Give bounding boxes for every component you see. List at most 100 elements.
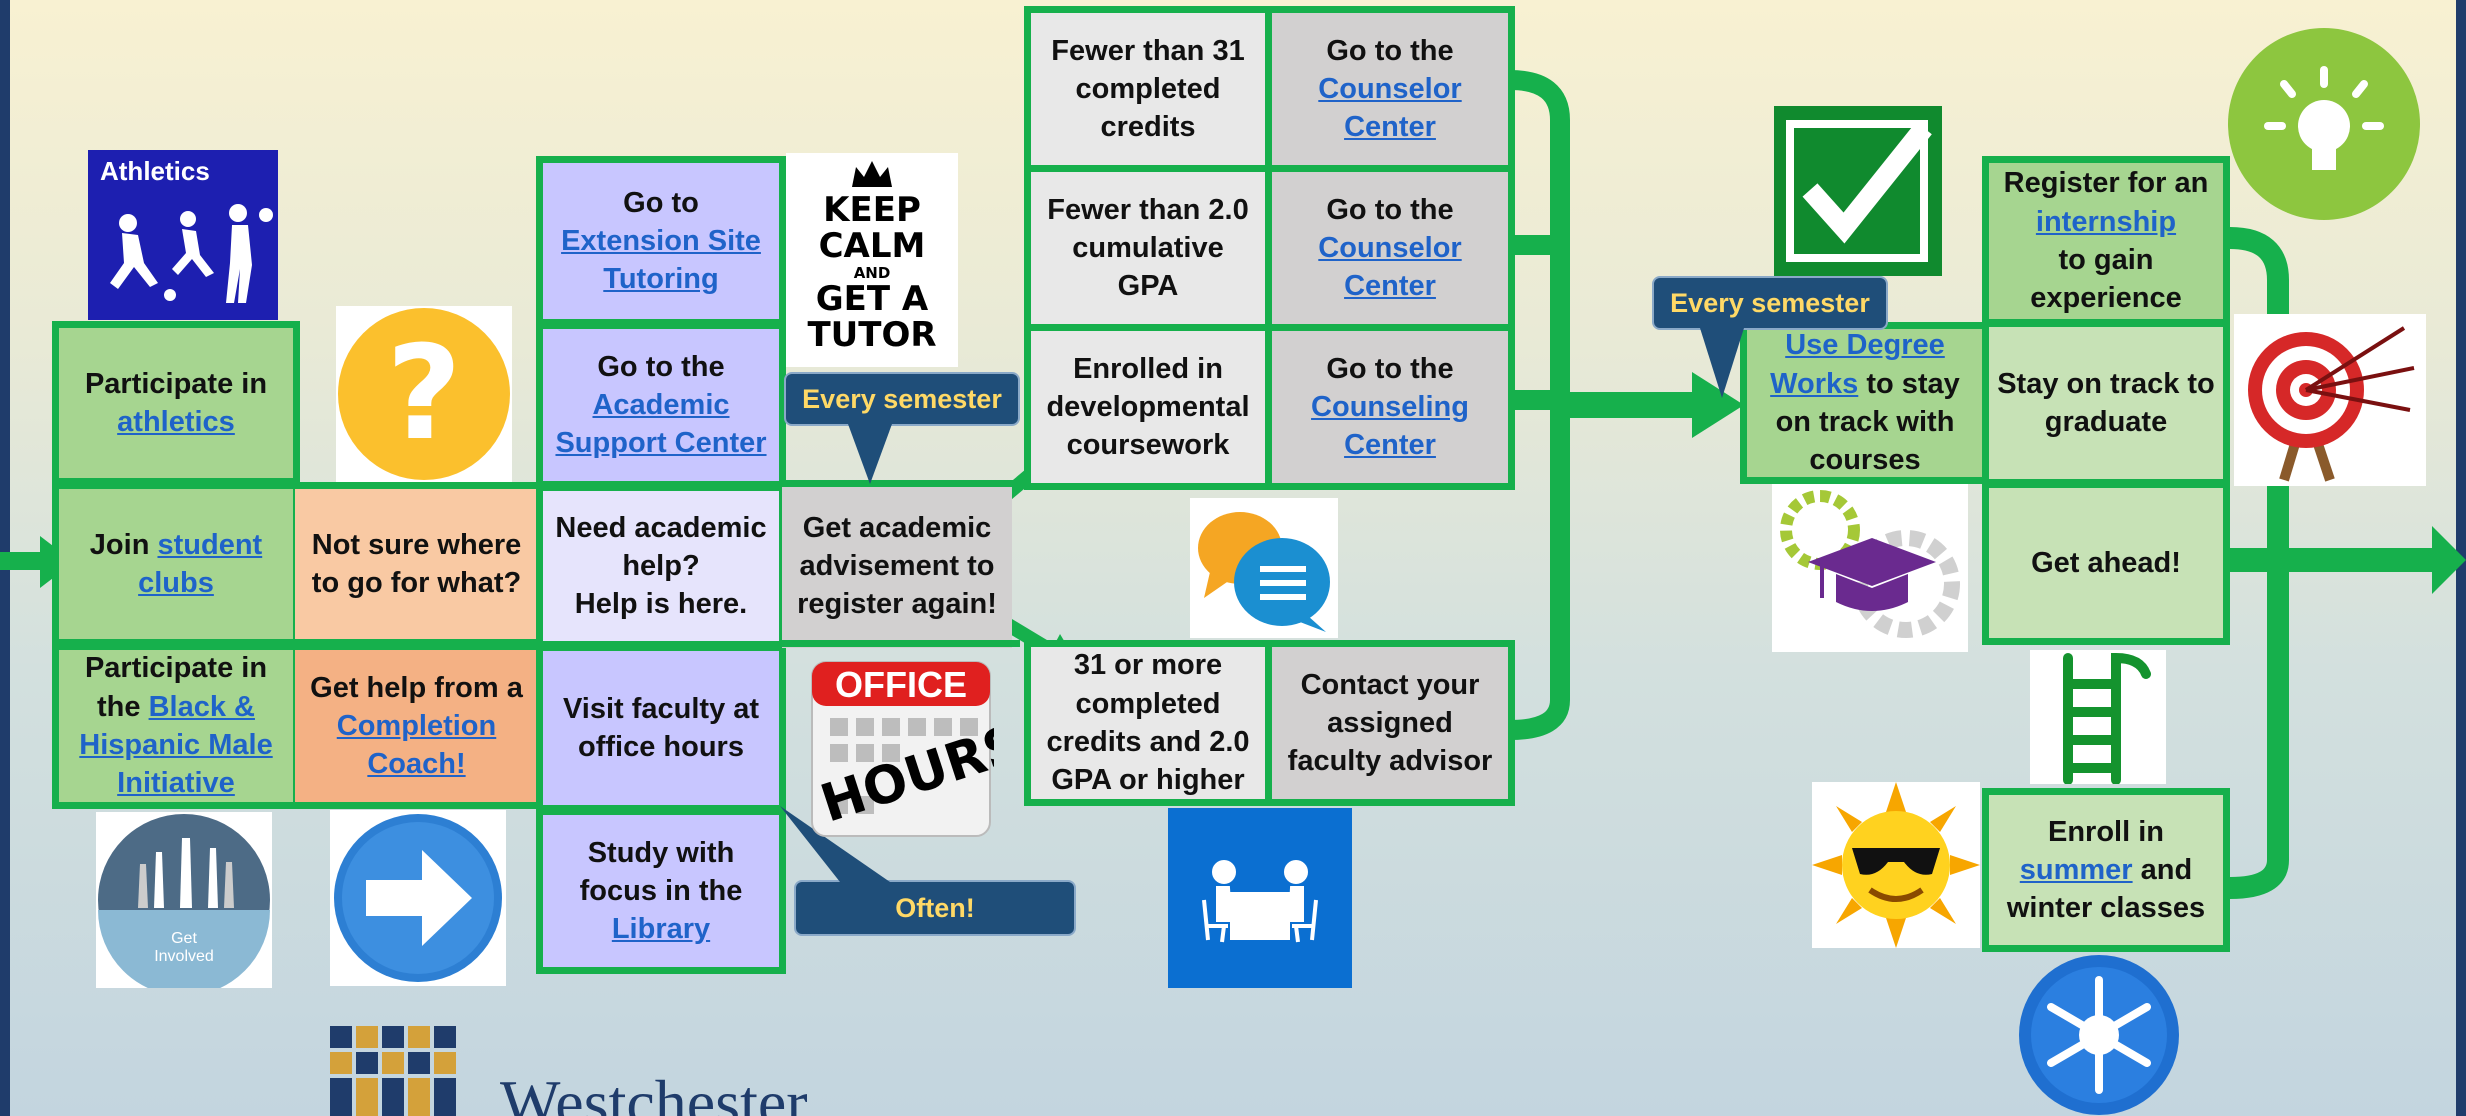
advisement-top-border <box>782 480 1020 487</box>
athletes-icon <box>110 204 273 303</box>
bhmi-link[interactable]: Black & Hispanic Male Initiative <box>79 690 273 800</box>
fewer31-text: Fewer than 31 completed credits <box>1051 34 1245 144</box>
box-not-sure: Not sure where to go for what? <box>295 482 545 646</box>
summer-pre: Enroll in <box>2048 815 2164 848</box>
box-need-help: Need academic help? Help is here. <box>536 484 786 648</box>
on-track-text: Stay on track to graduate <box>1997 367 2215 438</box>
box-athletics: Participate in athletics <box>52 321 300 485</box>
box-faculty-hours: Visit faculty at office hours <box>536 644 786 812</box>
box-get-ahead: Get ahead! <box>1982 481 2230 645</box>
merge-bracket <box>1509 70 1744 740</box>
contact-text: Contact your assigned faculty advisor <box>1287 668 1493 778</box>
fewer-gpa-go-link[interactable]: Counselor Center <box>1318 231 1462 303</box>
callout-every-semester-2-text: Every semester <box>1670 287 1870 318</box>
callout-every-semester-1: Every semester <box>784 372 1020 426</box>
checkmark-image <box>1774 106 1942 276</box>
box-fewer-gpa-counselor: Go to the Counselor Center <box>1265 165 1515 331</box>
coach-pre: Get help from a <box>310 671 523 704</box>
graduation-gears-icon <box>1780 490 1960 638</box>
athletics-image-label: Athletics <box>100 156 210 186</box>
library-link[interactable]: Library <box>611 913 711 946</box>
get-involved-line1: Get <box>171 930 197 947</box>
not-sure-text: Not sure where to go for what? <box>311 528 522 599</box>
fewer-gpa-go-pre: Go to the <box>1326 193 1454 226</box>
athletics-image: Athletics <box>88 150 278 320</box>
extension-pre: Go to <box>623 186 699 219</box>
callout-every-semester-2: Every semester <box>1652 276 1888 330</box>
college-logo: Westchester <box>330 1026 850 1116</box>
more31-text: 31 or more completed credits and 2.0 GPA… <box>1046 649 1250 797</box>
clubs-link[interactable]: student clubs <box>138 528 263 599</box>
box-faculty-advisor: Contact your assigned faculty advisor <box>1265 640 1515 806</box>
target-image <box>2234 314 2426 486</box>
callout-often: Often! <box>794 880 1076 936</box>
chat-bubbles-icon <box>1198 512 1330 632</box>
callout-tail-often <box>780 806 890 882</box>
summer-link[interactable]: summer <box>2019 853 2133 886</box>
summer-post: and winter classes <box>2006 853 2206 925</box>
box-completion-coach: Get help from a Completion Coach! <box>295 643 545 809</box>
internship-link[interactable]: internship <box>2035 205 2177 238</box>
extension-link[interactable]: Extension Site Tutoring <box>561 224 761 296</box>
logo-grid-icon <box>330 1026 456 1116</box>
degree-works-link[interactable]: Use Degree Works <box>1770 329 1945 400</box>
coach-link[interactable]: Completion Coach! <box>336 709 497 781</box>
office-hours-image: OFFICE HOURS <box>808 660 994 840</box>
keep-calm-line4: GET A <box>815 279 929 320</box>
keep-calm-line5: TUTOR <box>807 315 937 356</box>
faculty-hours-text: Visit faculty at office hours <box>562 692 760 763</box>
advisement-bottom-border <box>782 640 1020 647</box>
box-advisement: Get academic advisement to register agai… <box>782 484 1012 648</box>
crown-icon <box>852 161 892 187</box>
snowflake-icon <box>2019 955 2179 1115</box>
athletics-link[interactable]: athletics <box>117 406 235 438</box>
box-summer: Enroll in summer and winter classes <box>1982 788 2230 952</box>
box-31-or-more: 31 or more completed credits and 2.0 GPA… <box>1024 640 1272 806</box>
fewer-gpa-text: Fewer than 2.0 cumulative GPA <box>1047 193 1249 303</box>
degree-works-post: to stay on track with courses <box>1775 367 1960 477</box>
box-fewer-gpa: Fewer than 2.0 cumulative GPA <box>1024 165 1272 331</box>
bhmi-pre: Participate in the <box>84 652 268 723</box>
ladder-image <box>2030 650 2166 784</box>
box-developmental-counseling: Go to the Counseling Center <box>1265 324 1515 490</box>
lightbulb-image <box>2226 26 2422 222</box>
box-library: Study with focus in the Library <box>536 808 786 974</box>
get-involved-line2: Involved <box>154 948 214 965</box>
lightbulb-icon <box>2228 28 2420 220</box>
snowflake-image <box>2018 954 2180 1116</box>
box-degree-works: Use Degree Works to stay on track with c… <box>1740 322 1990 484</box>
asc-link[interactable]: Academic Support Center <box>555 388 767 460</box>
question-mark-icon: ? <box>338 308 510 480</box>
office-hours-top-text: OFFICE <box>835 664 967 705</box>
keep-calm-line2: CALM <box>818 225 926 266</box>
entry-arrow-shaft <box>0 552 40 570</box>
dev-go-link[interactable]: Counseling Center <box>1311 390 1469 462</box>
internship-post: to gain experience <box>2030 244 2182 315</box>
callout-tail-1 <box>848 424 892 484</box>
clubs-pre: Join <box>89 528 150 561</box>
box-fewer-31: Fewer than 31 completed credits <box>1024 6 1272 172</box>
sun-image <box>1812 782 1980 948</box>
asc-pre: Go to the <box>597 350 725 383</box>
exit-bracket <box>2229 227 2466 899</box>
checkbox-icon <box>1774 106 1942 276</box>
keep-calm-image: KEEP CALM AND GET A TUTOR <box>786 153 958 367</box>
internship-pre: Register for an <box>2003 167 2209 200</box>
library-pre: Study with focus in the <box>579 836 743 907</box>
graduation-image <box>1772 484 1968 652</box>
svg-text:?: ? <box>386 317 461 469</box>
calendar-icon <box>811 661 991 837</box>
meeting-icon <box>1202 860 1318 943</box>
box-student-clubs: Join student clubs <box>52 482 300 646</box>
box-internship: Register for an internship to gain exper… <box>1982 156 2230 326</box>
fewer31-go-pre: Go to the <box>1326 34 1454 67</box>
need-help-line1: Need academic help? <box>555 511 767 582</box>
next-arrow-image <box>330 810 506 986</box>
question-mark-image: ? <box>336 306 512 482</box>
chat-image <box>1190 498 1338 638</box>
fewer31-go-link[interactable]: Counselor Center <box>1318 72 1462 144</box>
callout-every-semester-1-text: Every semester <box>802 383 1002 414</box>
callout-tail-2 <box>1700 328 1744 398</box>
athletics-pre: Participate in <box>84 367 268 400</box>
raised-hands-icon <box>98 814 270 988</box>
